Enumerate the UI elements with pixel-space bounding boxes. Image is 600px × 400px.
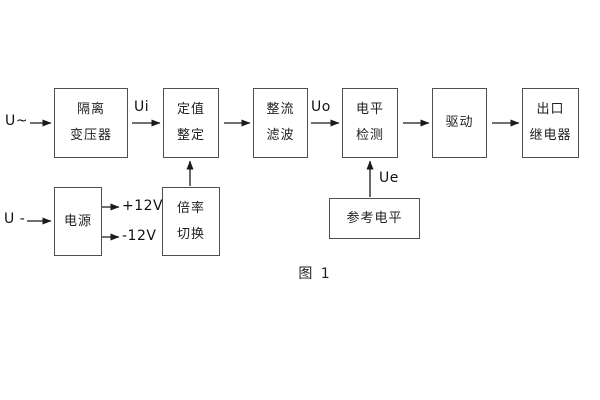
- block-label: 滤波: [266, 128, 295, 143]
- label-uo: Uo: [311, 99, 331, 115]
- block-label: 继电器: [529, 128, 572, 143]
- block-drive: 驱动: [432, 88, 487, 158]
- block-label: 驱动: [445, 115, 474, 130]
- block-isolation-transformer: 隔离 变压器: [54, 88, 128, 158]
- block-label: 切换: [176, 226, 205, 242]
- figure-caption: 图 1: [298, 266, 332, 282]
- block-label: 电平: [355, 102, 384, 117]
- block-power-supply: 电源: [54, 187, 102, 256]
- block-label: 定值: [176, 102, 205, 117]
- label-rail-pos: +12V: [122, 198, 164, 214]
- block-label: 整定: [176, 128, 205, 143]
- label-dc-input: U -: [4, 211, 26, 227]
- block-label: 电源: [63, 213, 92, 229]
- block-level-detect: 电平 检测: [342, 88, 398, 158]
- label-rail-neg: -12V: [122, 228, 157, 244]
- label-ui: Ui: [134, 99, 150, 115]
- block-label: 参考电平: [346, 210, 403, 226]
- label-ue: Ue: [379, 170, 399, 186]
- block-label: 检测: [355, 128, 384, 143]
- block-label: 隔离: [76, 102, 105, 117]
- block-label: 整流: [266, 102, 295, 117]
- block-label: 变压器: [69, 128, 112, 143]
- block-value-setting: 定值 整定: [163, 88, 219, 158]
- block-label: 倍率: [176, 200, 205, 216]
- block-reference-level: 参考电平: [329, 198, 420, 239]
- label-ac-input: U~: [5, 113, 28, 129]
- block-ratio-switch: 倍率 切换: [162, 187, 220, 256]
- block-label: 出口: [536, 102, 565, 117]
- block-output-relay: 出口 继电器: [522, 88, 579, 158]
- block-rectify-filter: 整流 滤波: [253, 88, 308, 158]
